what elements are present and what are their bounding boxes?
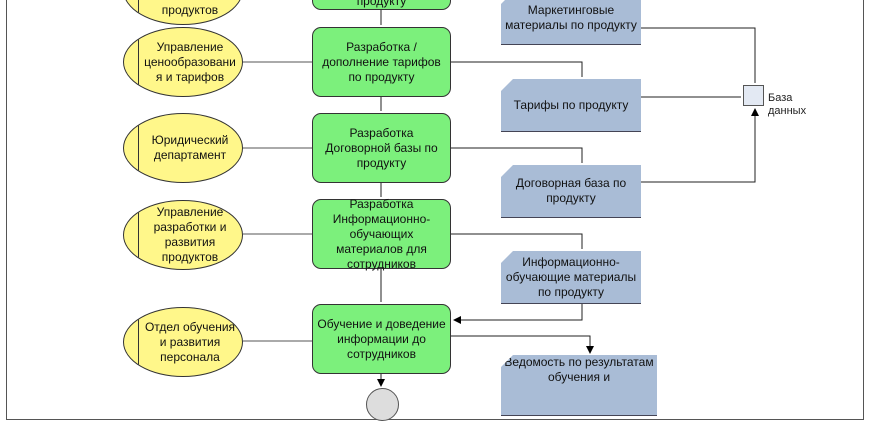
connectors: [243, 10, 870, 400]
org-unit-label: продуктов: [161, 3, 219, 17]
doc-training-report[interactable]: Ведомость по результатам обучения и: [501, 355, 657, 416]
org-unit-label: Управление разработки и развития продукт…: [153, 205, 227, 264]
org-unit-product-dev[interactable]: Управление разработки и развития продукт…: [123, 200, 243, 270]
database-label: База данных: [768, 92, 807, 117]
event-circle[interactable]: [366, 388, 399, 421]
doc-contract-base[interactable]: Договорная база по продукту: [501, 165, 641, 218]
function-training[interactable]: Обучение и доведение информации до сотру…: [312, 304, 451, 374]
org-unit-products[interactable]: продуктов: [123, 0, 243, 25]
org-unit-label: Юридический департамент: [151, 133, 229, 162]
org-unit-legal[interactable]: Юридический департамент: [123, 113, 243, 183]
function-training-materials[interactable]: Разработка Информационно-обучающих матер…: [312, 197, 451, 271]
function-marketing[interactable]: продукту: [312, 0, 451, 10]
org-unit-label: Отдел обучения и развития персонала: [144, 319, 236, 364]
function-contracts[interactable]: Разработка Договорной базы по продукту: [312, 113, 451, 183]
doc-marketing-materials[interactable]: Маркетинговые материалы по продукту: [501, 0, 641, 45]
org-unit-pricing[interactable]: Управление ценообразовани я и тарифов: [123, 27, 243, 97]
function-tariffs[interactable]: Разработка / дополнение тарифов по проду…: [312, 27, 451, 97]
database-icon[interactable]: [743, 85, 764, 106]
org-unit-label: Управление ценообразовани я и тарифов: [144, 39, 236, 84]
doc-tariffs[interactable]: Тарифы по продукту: [501, 79, 641, 132]
org-unit-training[interactable]: Отдел обучения и развития персонала: [123, 307, 243, 377]
doc-training-materials[interactable]: Информационно-обучающие материалы по про…: [501, 251, 641, 304]
